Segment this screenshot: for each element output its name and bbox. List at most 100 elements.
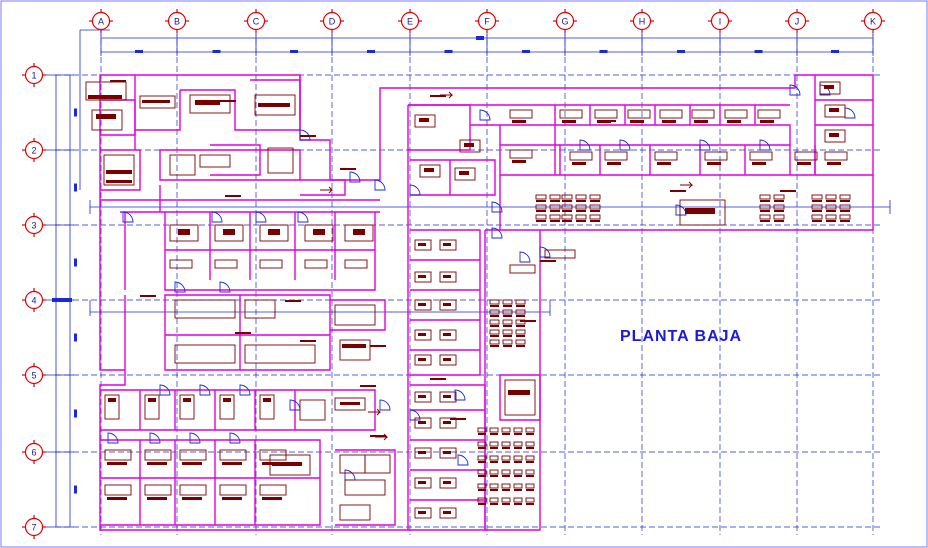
- furniture-item: [576, 220, 586, 222]
- wall: [100, 149, 141, 191]
- furniture-item: [478, 503, 486, 505]
- axis-bubble-label: 6: [31, 448, 36, 458]
- furniture-item: [812, 210, 822, 212]
- axis-bubble-row-4: 4: [22, 288, 46, 312]
- furniture-item: [824, 85, 834, 89]
- furniture-item: [760, 220, 770, 222]
- furniture-item: [503, 345, 512, 347]
- furniture-item: [139, 95, 176, 109]
- furniture-item: [536, 210, 546, 212]
- furniture-item: [600, 120, 616, 122]
- furniture-item: [824, 104, 846, 118]
- furniture-item: [478, 447, 486, 449]
- furniture-item: [569, 151, 593, 161]
- door-swing: [579, 139, 591, 151]
- furniture-item: [627, 109, 651, 119]
- furniture-item: [502, 319, 513, 325]
- furniture-item: [443, 275, 451, 278]
- furniture-item: [724, 109, 748, 119]
- furniture-item: [536, 200, 546, 202]
- furniture-item: [840, 210, 850, 212]
- door-swing: [219, 281, 231, 293]
- furniture-item: [268, 229, 280, 235]
- furniture-item: [657, 162, 671, 165]
- furniture-item: [514, 461, 522, 463]
- furniture-item: [589, 194, 601, 200]
- axis-bubble-label: J: [795, 17, 800, 27]
- furniture-item: [501, 455, 511, 461]
- axis-bubble-col-i: I: [708, 9, 732, 33]
- furniture-item: [489, 319, 500, 325]
- axis-bubble-row-5: 5: [22, 363, 46, 387]
- furniture-item: [515, 329, 526, 335]
- furniture-item: [443, 421, 451, 424]
- furniture-item: [839, 204, 851, 210]
- furniture-item: [414, 447, 432, 459]
- furniture-item: [174, 299, 236, 319]
- furniture-item: [562, 210, 572, 212]
- furniture-item: [514, 447, 522, 449]
- furniture-item: [774, 200, 784, 202]
- dimension-marker: [135, 50, 143, 53]
- dimension-marker: [212, 50, 221, 53]
- furniture-item: [561, 194, 573, 200]
- door-swing: [199, 384, 211, 396]
- furniture-item: [501, 483, 511, 489]
- furniture-item: [107, 462, 127, 465]
- furniture-item: [300, 340, 316, 342]
- furniture-item: [414, 239, 432, 251]
- door-swing: [122, 211, 134, 223]
- furniture-item: [590, 220, 600, 222]
- furniture-item: [339, 504, 371, 521]
- door-swing: [759, 139, 771, 151]
- furniture-item: [525, 469, 535, 475]
- furniture-item: [526, 447, 534, 449]
- wall: [99, 74, 874, 531]
- furniture-item: [220, 100, 236, 102]
- furniture-item: [503, 315, 512, 317]
- furniture-item: [572, 162, 586, 165]
- furniture-item: [759, 204, 771, 210]
- door-swing: [675, 204, 687, 216]
- dimension-marker: [74, 108, 77, 117]
- furniture-item: [334, 397, 366, 411]
- furniture-item: [685, 208, 715, 214]
- axis-bubble-label: I: [719, 17, 722, 27]
- axis-bubble-col-f: F: [475, 9, 499, 33]
- furniture-item: [501, 441, 511, 447]
- furniture-item: [223, 229, 235, 235]
- furniture-item: [414, 114, 436, 128]
- furniture-item: [262, 497, 282, 500]
- furniture-item: [259, 394, 275, 420]
- furniture-item: [575, 204, 587, 210]
- furniture-item: [502, 329, 513, 335]
- furniture-item: [418, 303, 426, 306]
- furniture-item: [525, 427, 535, 433]
- furniture-item: [267, 147, 294, 174]
- furniture-item: [525, 441, 535, 447]
- furniture-item: [103, 154, 135, 186]
- furniture-item: [144, 449, 172, 461]
- furniture-item: [654, 151, 678, 161]
- furniture-item: [526, 489, 534, 491]
- furniture-item: [797, 162, 811, 165]
- furniture-layer: [85, 80, 851, 521]
- axis-bubble-col-c: C: [244, 9, 268, 33]
- furniture-item: [760, 120, 774, 123]
- furniture-item: [811, 194, 823, 200]
- furniture-item: [811, 214, 823, 220]
- furniture-item: [259, 224, 289, 242]
- furniture-item: [443, 358, 451, 361]
- axis-bubble-row-2: 2: [22, 138, 46, 162]
- furniture-item: [459, 171, 469, 175]
- furniture-item: [439, 329, 457, 341]
- furniture-item: [513, 469, 523, 475]
- flow-arrow: [680, 181, 694, 189]
- dimension-marker: [74, 258, 77, 267]
- furniture-item: [219, 394, 235, 420]
- furniture-item: [269, 454, 311, 476]
- axis-bubble-col-d: D: [320, 9, 344, 33]
- furniture-item: [525, 455, 535, 461]
- door-swing: [107, 432, 119, 444]
